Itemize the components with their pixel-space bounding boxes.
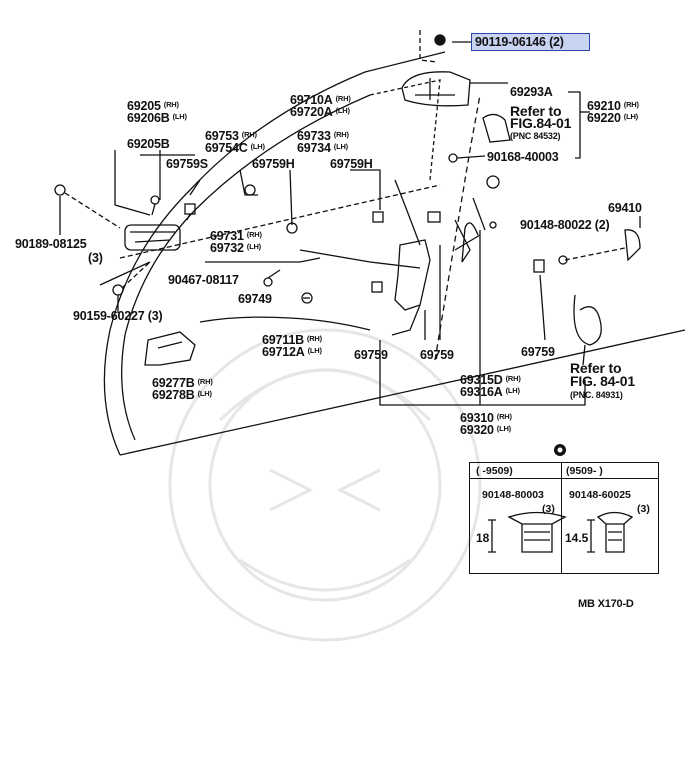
label-69205B[interactable]: 69205B xyxy=(127,137,170,151)
label-69732[interactable]: 69732(LH) xyxy=(210,241,261,255)
label-69759-b[interactable]: 69759 xyxy=(420,348,454,362)
outside-handle xyxy=(401,71,471,107)
label-90189-08125[interactable]: 90189-08125 xyxy=(15,237,87,251)
refer-to-top-3: (PNC 84532) xyxy=(510,131,561,141)
label-69759S[interactable]: 69759S xyxy=(166,157,208,171)
refer-to-bottom-3: (PNC. 84931) xyxy=(570,390,623,400)
label-90159-60227[interactable]: 90159-60227 (3) xyxy=(73,309,163,323)
inside-handle-bracket xyxy=(124,224,181,251)
label-69310[interactable]: 69310(RH) xyxy=(460,411,512,425)
inside-handle-bezel xyxy=(144,331,196,366)
label-69733[interactable]: 69733(RH) xyxy=(297,129,349,143)
label-69759H-a[interactable]: 69759H xyxy=(252,157,295,171)
wire-harness xyxy=(573,294,602,346)
label-69754C[interactable]: 69754C(LH) xyxy=(205,141,265,155)
table-col1-part[interactable]: 90148-80003 xyxy=(482,489,544,501)
label-69759-c[interactable]: 69759 xyxy=(521,345,555,359)
label-69210[interactable]: 69210(RH) xyxy=(587,99,639,113)
label-69759-a[interactable]: 69759 xyxy=(354,348,388,362)
label-69711B[interactable]: 69711B(RH) xyxy=(262,333,322,347)
part-69410 xyxy=(624,229,641,262)
refer-to-top-1: Refer to xyxy=(510,103,562,119)
label-69293A[interactable]: 69293A xyxy=(510,85,553,99)
label-69734[interactable]: 69734(LH) xyxy=(297,141,348,155)
label-69205[interactable]: 69205(RH) xyxy=(127,99,179,113)
highlighted-part-box[interactable] xyxy=(471,33,590,51)
table-col1-header: ( -9509) xyxy=(476,465,513,477)
refer-to-top-2[interactable]: FIG.84-01 xyxy=(510,115,572,131)
table-col2-dim: 14.5 xyxy=(565,531,589,545)
qty-90189: (3) xyxy=(88,251,103,265)
diagram-code: MB X170-D xyxy=(578,598,634,610)
label-69320[interactable]: 69320(LH) xyxy=(460,423,511,437)
label-69749[interactable]: 69749 xyxy=(238,292,272,306)
table-col2-qty: (3) xyxy=(637,503,650,515)
table-col1-dim: 18 xyxy=(476,531,490,545)
bolt-variant-table: ( -9509) (9509- ) 90148-80003 90148-6002… xyxy=(469,462,659,574)
label-69277B[interactable]: 69277B(RH) xyxy=(152,376,213,390)
label-69720A[interactable]: 69720A(LH) xyxy=(290,105,350,119)
label-69759H-b[interactable]: 69759H xyxy=(330,157,373,171)
rod-69710A xyxy=(299,249,421,269)
table-col1-qty: (3) xyxy=(542,503,555,515)
label-69731[interactable]: 69731(RH) xyxy=(210,229,262,243)
refer-to-bottom-2[interactable]: FIG. 84-01 xyxy=(570,373,635,389)
label-69712A[interactable]: 69712A(LH) xyxy=(262,345,322,359)
label-69220[interactable]: 69220(LH) xyxy=(587,111,638,125)
label-69315D[interactable]: 69315D(RH) xyxy=(460,373,521,387)
table-col2-part[interactable]: 90148-60025 xyxy=(569,489,631,501)
lock-cylinder xyxy=(482,113,511,143)
label-69710A[interactable]: 69710A(RH) xyxy=(290,93,351,107)
table-col2-header: (9509- ) xyxy=(566,465,603,477)
door-front-edge xyxy=(103,51,446,456)
label-90148-80022[interactable]: 90148-80022 (2) xyxy=(520,218,610,232)
label-90467-08117[interactable]: 90467-08117 xyxy=(168,273,239,287)
door-bottom-edge xyxy=(119,329,686,456)
refer-to-bottom-1: Refer to xyxy=(570,360,622,376)
label-90168-40003[interactable]: 90168-40003 xyxy=(487,150,559,164)
watermark-logo xyxy=(168,328,482,642)
label-69316A[interactable]: 69316A(LH) xyxy=(460,385,520,399)
label-69278B[interactable]: 69278B(LH) xyxy=(152,388,212,402)
door-lock-assembly xyxy=(394,239,431,311)
label-69206B[interactable]: 69206B(LH) xyxy=(127,111,187,125)
highlighted-part-label[interactable]: 90119-06146 (2) xyxy=(475,35,564,49)
label-69753[interactable]: 69753(RH) xyxy=(205,129,257,143)
label-69410[interactable]: 69410 xyxy=(608,201,642,215)
rod-69711B xyxy=(199,316,371,331)
